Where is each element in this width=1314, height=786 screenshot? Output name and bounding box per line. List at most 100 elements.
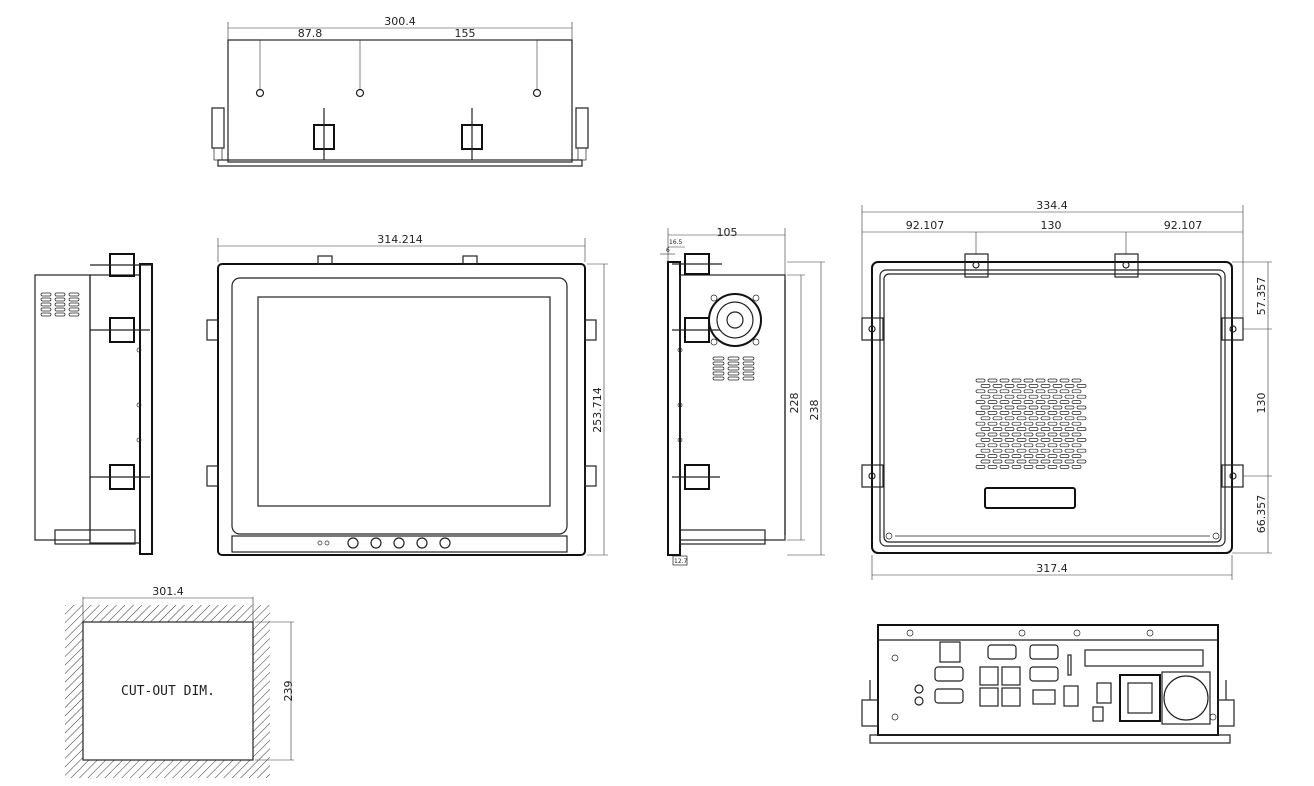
vent-slot — [975, 421, 986, 426]
vent-slot — [980, 427, 991, 431]
vent-slot — [1040, 459, 1051, 464]
vent-slot — [1059, 421, 1070, 426]
vent-slot — [1016, 416, 1027, 421]
vent-slot — [987, 400, 998, 404]
vent-slot — [1052, 394, 1063, 399]
vent-slot — [54, 302, 66, 307]
vent-slot — [980, 384, 991, 388]
vent-slot — [1016, 427, 1027, 431]
rear-overall-width-label: 334.4 — [1036, 199, 1068, 212]
vent-slot — [1071, 421, 1082, 426]
vent-slot — [999, 400, 1010, 404]
handle — [984, 487, 1076, 509]
vent-slot — [1023, 432, 1034, 437]
vent-slot — [1047, 389, 1058, 394]
usb-port — [939, 641, 961, 663]
vent-slot — [1023, 389, 1034, 394]
vent-slot — [992, 448, 1003, 453]
com-port — [934, 666, 964, 682]
vent-slot — [1059, 400, 1070, 404]
vent-slot — [742, 366, 755, 371]
vent-slot — [1011, 411, 1022, 415]
com-port — [934, 688, 964, 704]
vent-slot — [1028, 459, 1039, 464]
vent-slot — [1052, 416, 1063, 421]
vent-slot — [712, 376, 725, 381]
io-panel-view — [861, 624, 1235, 744]
front-button-2[interactable] — [370, 537, 382, 549]
vent-slot — [1023, 443, 1034, 448]
vent-slot — [1040, 416, 1051, 421]
vent-slot — [1016, 394, 1027, 399]
rear-side-spacing-label: 130 — [1255, 393, 1268, 414]
vent-slot — [727, 366, 740, 371]
vent-slot — [1064, 438, 1075, 442]
vent-slot — [1052, 405, 1063, 410]
vent-slot — [1076, 405, 1087, 410]
front-button-4[interactable] — [416, 537, 428, 549]
vent-slot — [1016, 384, 1027, 388]
vent-slot — [1016, 405, 1027, 410]
power-switch[interactable] — [1096, 682, 1112, 704]
rear-bottom-offset-label: 66.357 — [1255, 495, 1268, 534]
vent-slot — [712, 371, 725, 376]
vent-slot — [40, 292, 52, 297]
vent-slot — [68, 302, 80, 307]
vent-slot — [1076, 394, 1087, 399]
vent-slot — [999, 432, 1010, 437]
top-view: 300.4 87.8 155 — [211, 15, 589, 167]
vent-slot — [992, 416, 1003, 421]
vent-slot — [999, 465, 1010, 469]
rear-top-offset-label: 57.357 — [1255, 277, 1268, 316]
fan-icon — [1163, 675, 1209, 721]
vent-slot — [712, 356, 725, 361]
vent-slot — [54, 292, 66, 297]
vent-slot — [1052, 384, 1063, 388]
vent-slot — [999, 421, 1010, 426]
vent-slot — [68, 292, 80, 297]
vent-slot — [54, 297, 66, 302]
vent-slot — [712, 366, 725, 371]
vent-slot — [1040, 384, 1051, 388]
usb-port — [1001, 687, 1021, 707]
front-button-3[interactable] — [393, 537, 405, 549]
vent-slot — [1076, 438, 1087, 442]
vent-slot — [1011, 389, 1022, 394]
vent-slot — [68, 312, 80, 317]
vent-slot — [1064, 394, 1075, 399]
vent-slot — [1059, 389, 1070, 394]
vent-slot — [1076, 448, 1087, 453]
vent-slot — [999, 411, 1010, 415]
vent-slot — [992, 405, 1003, 410]
vent-slot — [987, 432, 998, 437]
vent-slot — [1064, 416, 1075, 421]
hdmi-port — [1063, 685, 1079, 707]
vent-slot — [1011, 421, 1022, 426]
front-button-1[interactable] — [347, 537, 359, 549]
vent-slot — [980, 405, 991, 410]
vent-slot — [1023, 411, 1034, 415]
vent-slot — [1047, 421, 1058, 426]
usb-port — [979, 687, 999, 707]
cutout-width-label: 301.4 — [152, 585, 184, 598]
com-port — [1029, 644, 1059, 660]
vent-slot — [1011, 432, 1022, 437]
rear-view: 334.4 92.107 130 92.107 317.4 57.357 130… — [861, 199, 1272, 580]
vent-slot — [1047, 411, 1058, 415]
com-port — [1029, 666, 1059, 682]
front-view: 314.214 253.714 — [206, 233, 608, 556]
vent-slot — [1052, 448, 1063, 453]
vent-slot — [980, 438, 991, 442]
side-total-height-label: 238 — [808, 400, 821, 421]
vent-slot — [1028, 394, 1039, 399]
vent-slot — [1059, 432, 1070, 437]
vent-slot — [975, 443, 986, 448]
vent-slot — [1040, 427, 1051, 431]
vent-slot — [987, 454, 998, 458]
vent-slot — [1076, 427, 1087, 431]
vent-slot — [1035, 454, 1046, 458]
vent-slot — [40, 312, 52, 317]
front-button-5[interactable] — [439, 537, 451, 549]
vent-slot — [980, 416, 991, 421]
